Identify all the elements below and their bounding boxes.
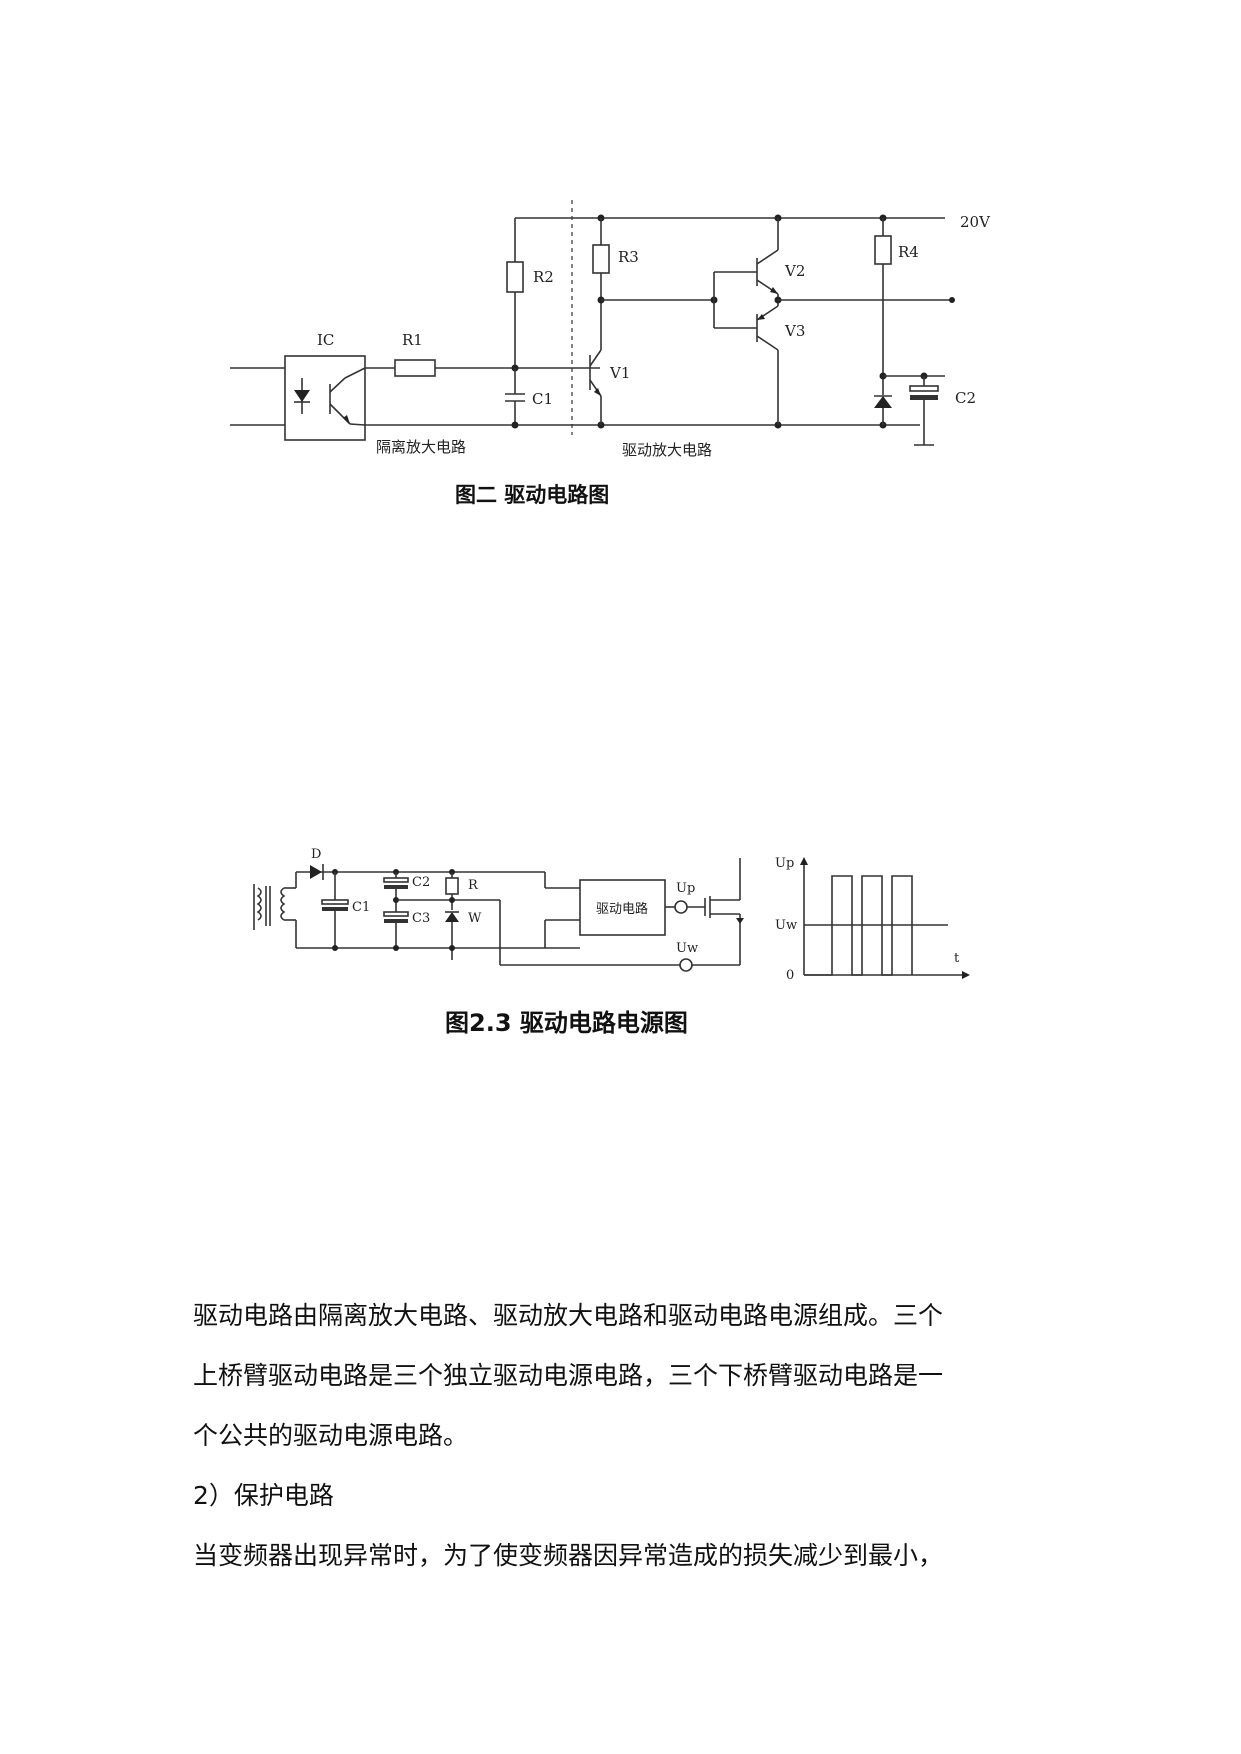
r1-label: R1	[402, 331, 423, 349]
w-label: W	[468, 911, 482, 926]
axis-zero-label: 0	[786, 968, 794, 983]
c1-label-2: C1	[352, 900, 370, 915]
c2-label: C2	[955, 389, 976, 407]
axis-t-label: t	[954, 951, 960, 966]
c3-label: C3	[412, 911, 430, 926]
figure1-caption: 图二 驱动电路图	[455, 483, 609, 507]
drive-circuit-block	[579, 879, 666, 936]
v1-label: V1	[609, 364, 630, 382]
paragraph-2-line-1: 当变频器出现异常时，为了使变频器因异常造成的损失减少到最小，	[193, 1541, 944, 1570]
paragraph-1-line-3: 个公共的驱动电源电路。	[193, 1421, 469, 1450]
waveform-plot: Up Uw 0 t	[775, 856, 970, 983]
resistor-r3	[592, 244, 610, 274]
c1-label: C1	[532, 390, 553, 408]
c2-label-2: C2	[412, 875, 430, 890]
axis-uw-label: Uw	[775, 918, 797, 933]
paragraph-1-line-2: 上桥臂驱动电路是三个独立驱动电源电路，三个下桥臂驱动电路是一	[193, 1361, 944, 1390]
zener-w	[445, 912, 459, 922]
capacitor-c1	[321, 899, 349, 905]
resistor-r	[445, 877, 459, 895]
d-label: D	[311, 847, 321, 862]
section-heading-protection: 2）保护电路	[193, 1481, 334, 1510]
r3-label: R3	[618, 248, 639, 266]
zener-diode	[874, 396, 892, 408]
drive-circuit-figure: 20V IC R1 R2 C1	[230, 200, 991, 507]
resistor-r2	[506, 261, 524, 293]
drive-block-label: 驱动电路	[596, 901, 648, 917]
capacitor-c2	[909, 385, 939, 392]
optocoupler-ic	[284, 355, 366, 441]
resistor-r1	[394, 359, 436, 377]
up-label: Up	[676, 881, 695, 896]
ic-label: IC	[317, 331, 334, 349]
r4-label: R4	[898, 243, 919, 261]
drive-amp-label: 驱动放大电路	[622, 441, 712, 459]
figure2-caption: 图2.3 驱动电路电源图	[445, 1009, 688, 1037]
paragraph-1-line-1: 驱动电路由隔离放大电路、驱动放大电路和驱动电路电源组成。三个	[193, 1301, 944, 1330]
capacitor-c3	[383, 911, 409, 917]
transformer	[253, 884, 286, 930]
v3-label: V3	[784, 322, 805, 340]
diode-d	[310, 865, 322, 879]
capacitor-c2-2	[383, 877, 409, 883]
isolation-amp-label: 隔离放大电路	[376, 438, 466, 456]
v2-label: V2	[784, 262, 805, 280]
uw-label: Uw	[676, 941, 698, 956]
drive-power-supply-figure: D C1 C2 C3 R W	[253, 847, 970, 1037]
r2-label: R2	[533, 268, 554, 286]
supply-voltage-label: 20V	[960, 213, 991, 231]
r-label: R	[468, 878, 479, 893]
resistor-r4	[874, 235, 892, 265]
body-text: 驱动电路由隔离放大电路、驱动放大电路和驱动电路电源组成。三个 上桥臂驱动电路是三…	[193, 1286, 1063, 1586]
axis-up-label: Up	[775, 856, 794, 871]
